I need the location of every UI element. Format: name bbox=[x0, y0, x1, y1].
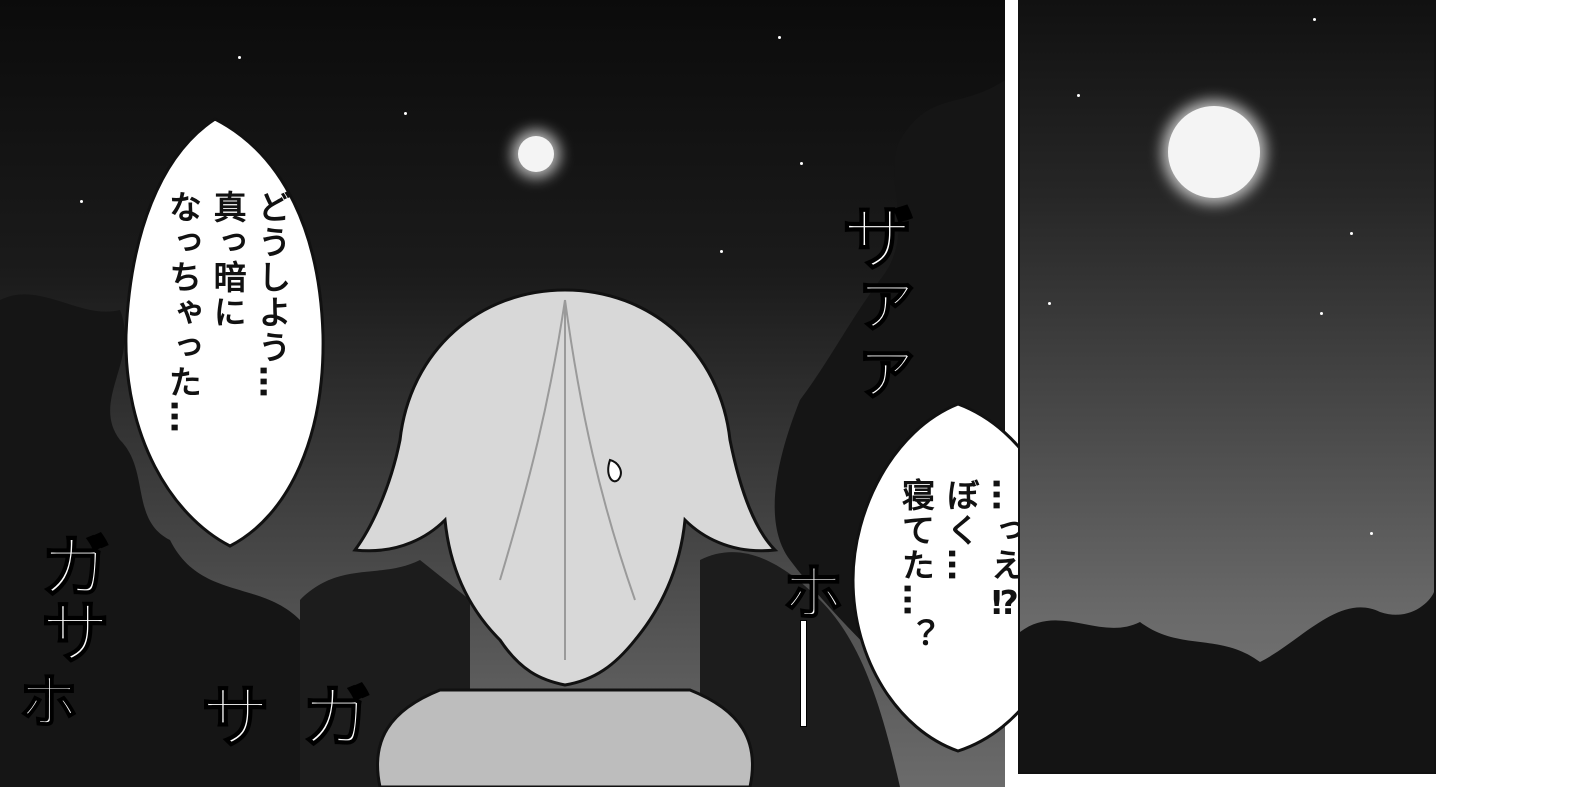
right-panel bbox=[1018, 0, 1436, 774]
sfx-gasa-left-1: ガサ bbox=[28, 529, 112, 663]
star bbox=[404, 112, 407, 115]
star bbox=[80, 200, 83, 203]
speech-text-left: どうしよう… 真っ暗に なっちゃった… bbox=[163, 190, 292, 435]
speech-text-right: …っえ⁉ ぼく… 寝てた…？ bbox=[896, 478, 1025, 653]
star bbox=[778, 36, 781, 39]
sfx-zaa: ザァァ bbox=[829, 199, 915, 405]
star bbox=[1048, 302, 1051, 305]
sfx-gasa-left-2: ガサ bbox=[188, 679, 373, 747]
speech-bubble-left-shape bbox=[124, 117, 325, 548]
sfx-ho-left: ホ bbox=[7, 669, 79, 727]
star bbox=[800, 162, 803, 165]
star bbox=[1320, 312, 1323, 315]
moon-small bbox=[518, 136, 554, 172]
star bbox=[720, 250, 723, 253]
character-back-view bbox=[352, 288, 779, 787]
tree-silhouette-right bbox=[1020, 592, 1434, 772]
sfx-ho-right: ホ bbox=[770, 559, 845, 619]
sfx-ho-right-line bbox=[800, 620, 807, 727]
moon-large bbox=[1168, 106, 1260, 198]
star bbox=[1313, 18, 1316, 21]
star bbox=[1350, 232, 1353, 235]
star bbox=[238, 56, 241, 59]
left-panel: どうしよう… 真っ暗に なっちゃった… ザァァ ガサ ガサ ホ ホ bbox=[0, 0, 1005, 787]
star bbox=[1077, 94, 1080, 97]
star bbox=[1370, 532, 1373, 535]
